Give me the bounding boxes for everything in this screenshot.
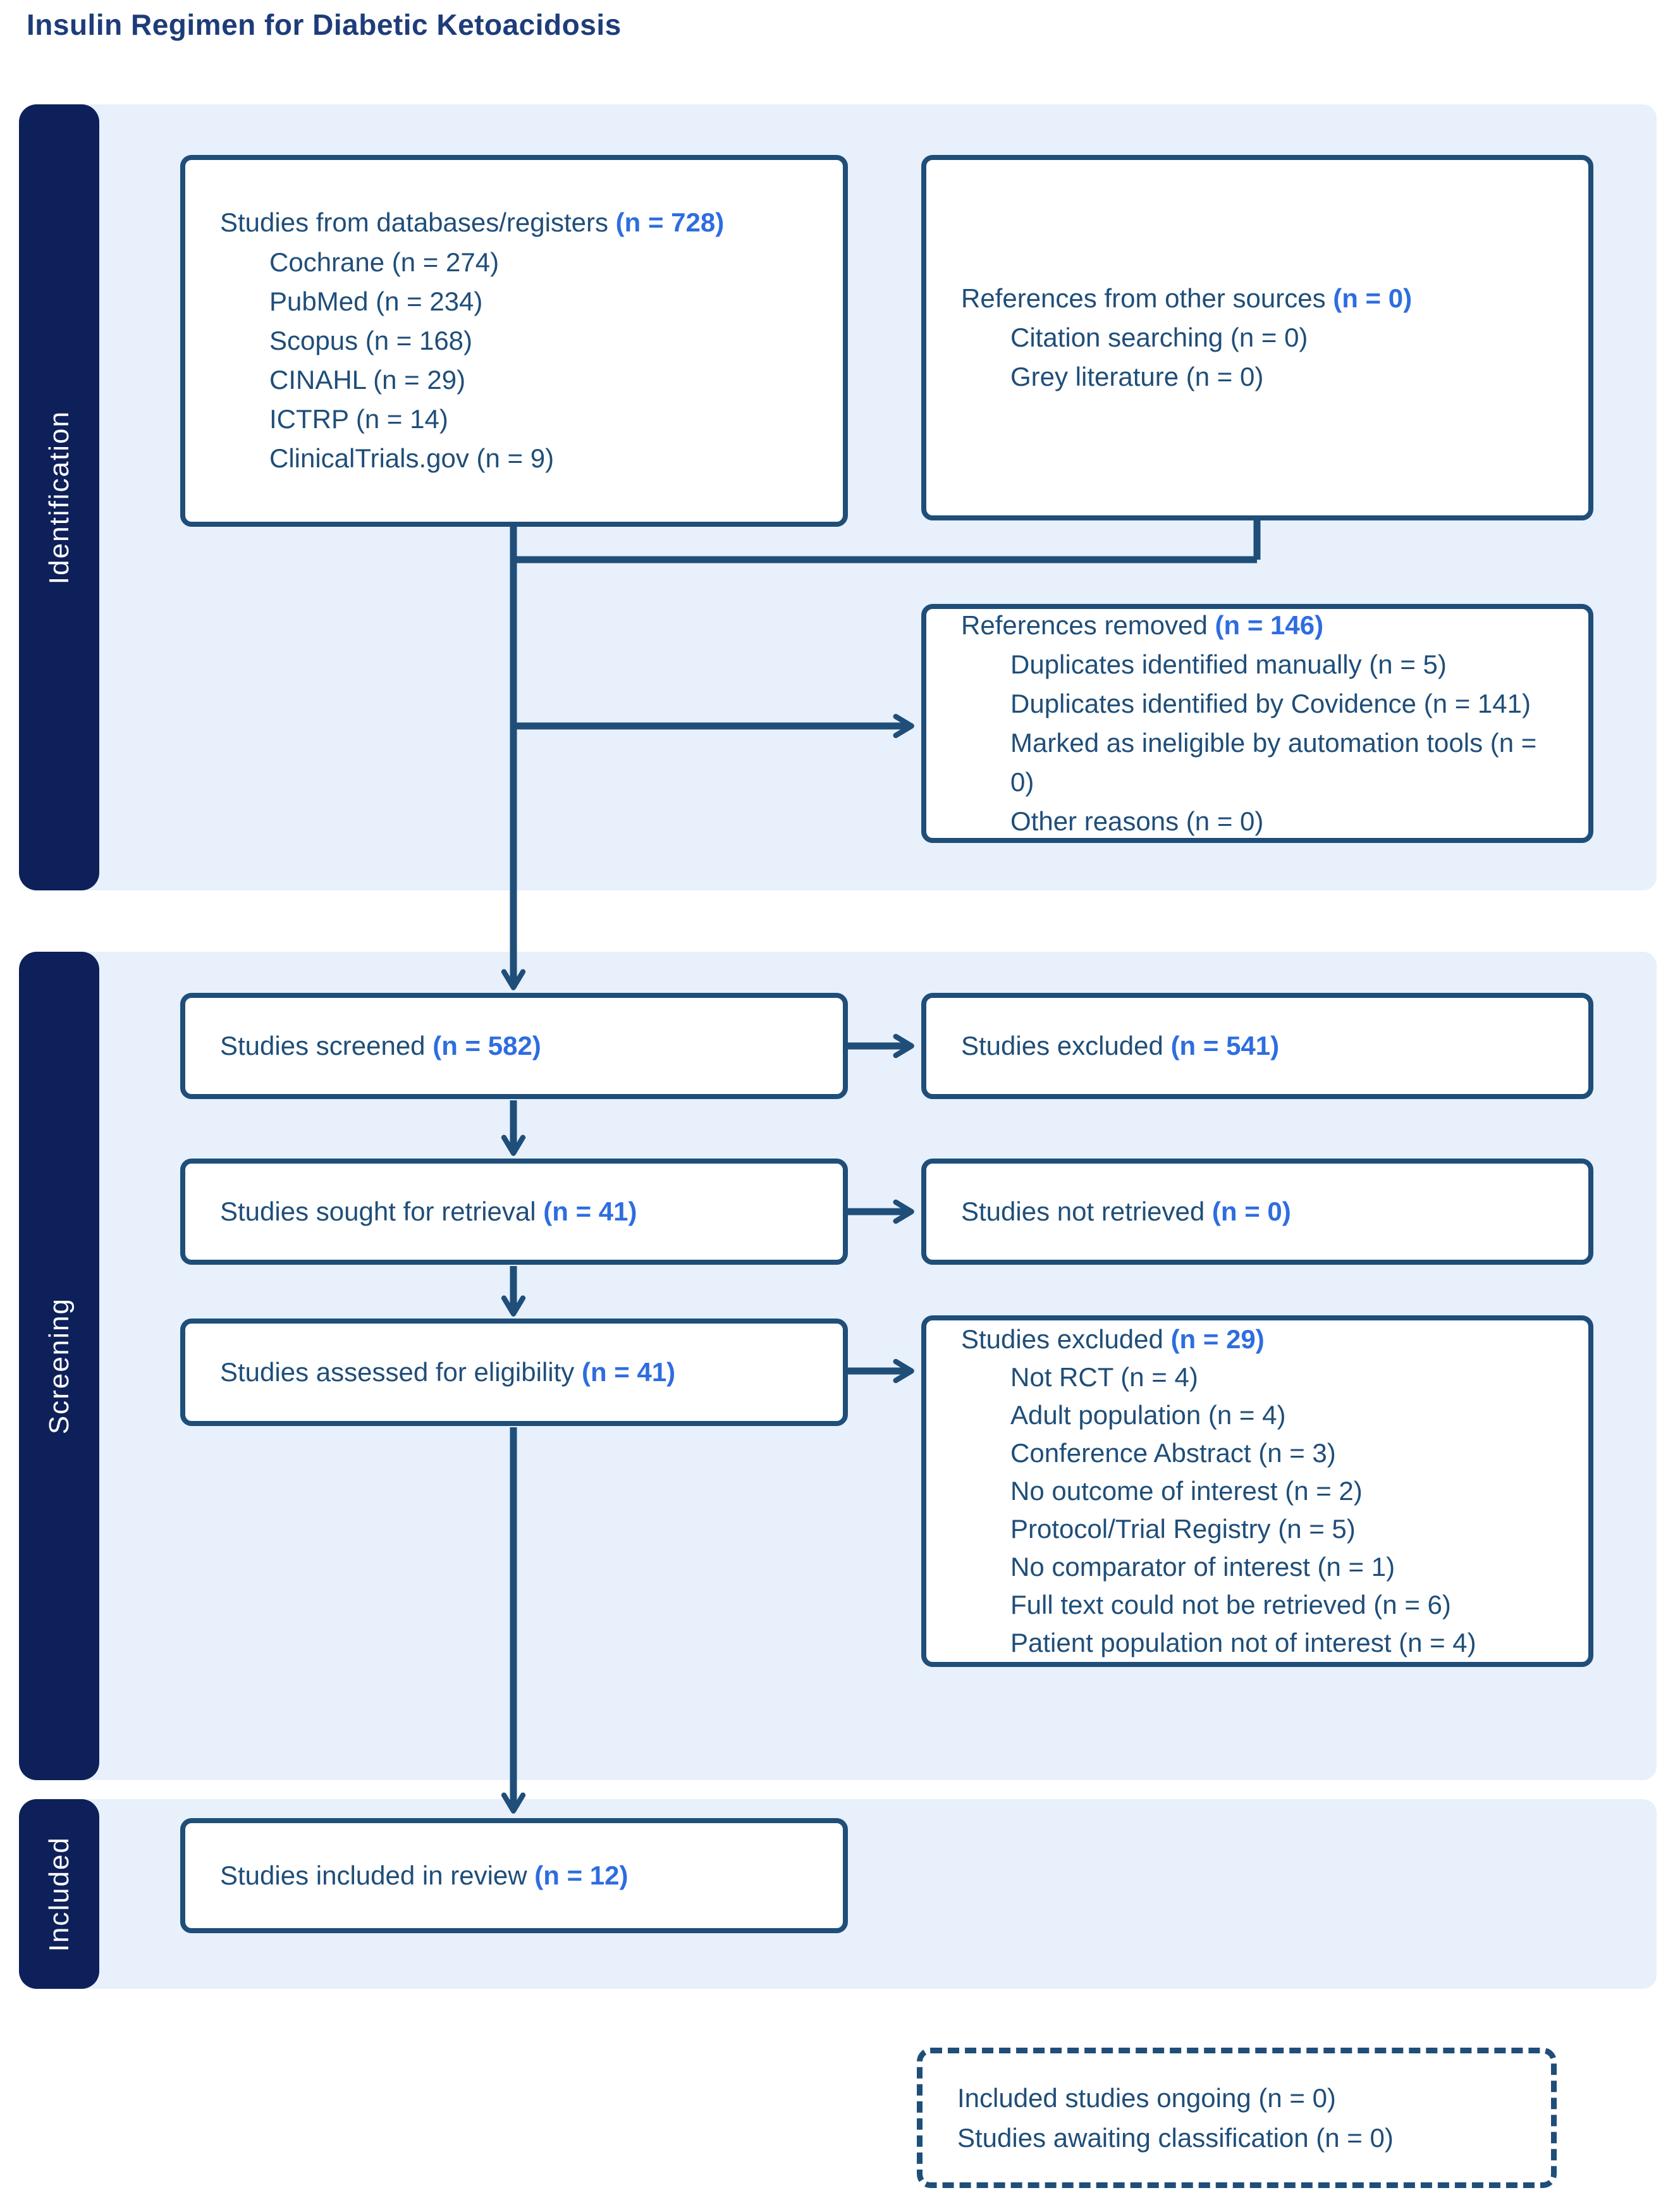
removed-reason-item: Other reasons (n = 0) bbox=[1010, 806, 1264, 837]
identification-section-label: Identification bbox=[19, 104, 99, 890]
exclusion-reason-item: No comparator of interest (n = 1) bbox=[1010, 1552, 1395, 1582]
header-count: (n = 0) bbox=[1333, 283, 1413, 313]
box-header: Studies assessed for eligibility (n = 41… bbox=[220, 1353, 808, 1392]
screening-label-text: Screening bbox=[43, 1297, 75, 1435]
box-header: Studies excluded (n = 541) bbox=[961, 1026, 1554, 1066]
database-item: ClinicalTrials.gov (n = 9) bbox=[269, 443, 555, 474]
header-count: (n = 29) bbox=[1170, 1324, 1265, 1354]
database-item: CINAHL (n = 29) bbox=[269, 365, 466, 395]
header-count: (n = 0) bbox=[1211, 1196, 1291, 1226]
studies-screened-box: Studies screened (n = 582) bbox=[180, 993, 848, 1099]
included-section-label: Included bbox=[19, 1799, 99, 1989]
box-header: Studies sought for retrieval (n = 41) bbox=[220, 1192, 808, 1231]
database-item: Cochrane (n = 274) bbox=[269, 247, 500, 277]
header-count: (n = 41) bbox=[543, 1196, 637, 1226]
database-item: PubMed (n = 234) bbox=[269, 286, 483, 316]
box-header: Studies not retrieved (n = 0) bbox=[961, 1192, 1554, 1231]
exclusion-reason-item: Conference Abstract (n = 3) bbox=[1010, 1437, 1336, 1468]
studies-excluded-box: Studies excluded (n = 541) bbox=[921, 993, 1593, 1099]
ongoing-item: Included studies ongoing (n = 0) bbox=[957, 2083, 1336, 2113]
box-header: Studies from databases/registers (n = 72… bbox=[220, 203, 808, 242]
header-count: (n = 541) bbox=[1170, 1030, 1280, 1061]
box-header: Studies included in review (n = 12) bbox=[220, 1856, 808, 1895]
header-label: References removed bbox=[961, 610, 1208, 640]
header-label: References from other sources bbox=[961, 283, 1326, 313]
studies-included-box: Studies included in review (n = 12) bbox=[180, 1818, 848, 1933]
identification-label-text: Identification bbox=[43, 410, 75, 585]
header-label: Studies included in review bbox=[220, 1860, 527, 1890]
screening-section-label: Screening bbox=[19, 952, 99, 1780]
studies-excluded-reasons-box: Studies excluded (n = 29) Not RCT (n = 4… bbox=[921, 1315, 1593, 1667]
databases-registers-box: Studies from databases/registers (n = 72… bbox=[180, 155, 848, 527]
header-label: Studies excluded bbox=[961, 1324, 1163, 1354]
box-header: References from other sources (n = 0) bbox=[961, 279, 1554, 318]
header-count: (n = 146) bbox=[1215, 610, 1324, 640]
header-label: Studies screened bbox=[220, 1030, 426, 1061]
header-count: (n = 12) bbox=[534, 1860, 628, 1890]
other-sources-box: References from other sources (n = 0) Ci… bbox=[921, 155, 1593, 520]
box-header: Studies screened (n = 582) bbox=[220, 1026, 808, 1066]
exclusion-reason-item: Not RCT (n = 4) bbox=[1010, 1362, 1198, 1392]
exclusion-reason-item: Protocol/Trial Registry (n = 5) bbox=[1010, 1514, 1356, 1544]
page-title: Insulin Regimen for Diabetic Ketoacidosi… bbox=[27, 8, 622, 41]
header-label: Studies sought for retrieval bbox=[220, 1196, 536, 1226]
exclusion-reason-item: Adult population (n = 4) bbox=[1010, 1399, 1286, 1430]
other-source-item: Grey literature (n = 0) bbox=[1010, 362, 1264, 392]
ongoing-awaiting-box: Included studies ongoing (n = 0) Studies… bbox=[917, 2048, 1557, 2188]
awaiting-item: Studies awaiting classification (n = 0) bbox=[957, 2123, 1394, 2153]
database-item: ICTRP (n = 14) bbox=[269, 404, 448, 434]
box-header: Studies excluded (n = 29) bbox=[961, 1320, 1554, 1358]
exclusion-reason-item: Patient population not of interest (n = … bbox=[1010, 1628, 1476, 1658]
header-label: Studies from databases/registers bbox=[220, 207, 608, 238]
database-item: Scopus (n = 168) bbox=[269, 325, 473, 355]
header-count: (n = 582) bbox=[432, 1030, 541, 1061]
header-count: (n = 41) bbox=[581, 1356, 676, 1387]
removed-reason-item: Marked as ineligible by automation tools… bbox=[1010, 728, 1537, 797]
header-label: Studies assessed for eligibility bbox=[220, 1356, 575, 1387]
studies-sought-box: Studies sought for retrieval (n = 41) bbox=[180, 1159, 848, 1265]
studies-assessed-box: Studies assessed for eligibility (n = 41… bbox=[180, 1319, 848, 1426]
box-header: References removed (n = 146) bbox=[961, 606, 1554, 645]
header-label: Studies excluded bbox=[961, 1030, 1163, 1061]
header-label: Studies not retrieved bbox=[961, 1196, 1205, 1226]
exclusion-reason-item: Full text could not be retrieved (n = 6) bbox=[1010, 1590, 1451, 1620]
studies-not-retrieved-box: Studies not retrieved (n = 0) bbox=[921, 1159, 1593, 1265]
exclusion-reason-item: No outcome of interest (n = 2) bbox=[1010, 1475, 1363, 1506]
included-label-text: Included bbox=[43, 1836, 75, 1952]
removed-reason-item: Duplicates identified manually (n = 5) bbox=[1010, 649, 1447, 679]
other-source-item: Citation searching (n = 0) bbox=[1010, 322, 1308, 352]
header-count: (n = 728) bbox=[615, 207, 725, 238]
references-removed-box: References removed (n = 146) Duplicates … bbox=[921, 604, 1593, 843]
removed-reason-item: Duplicates identified by Covidence (n = … bbox=[1010, 688, 1531, 718]
